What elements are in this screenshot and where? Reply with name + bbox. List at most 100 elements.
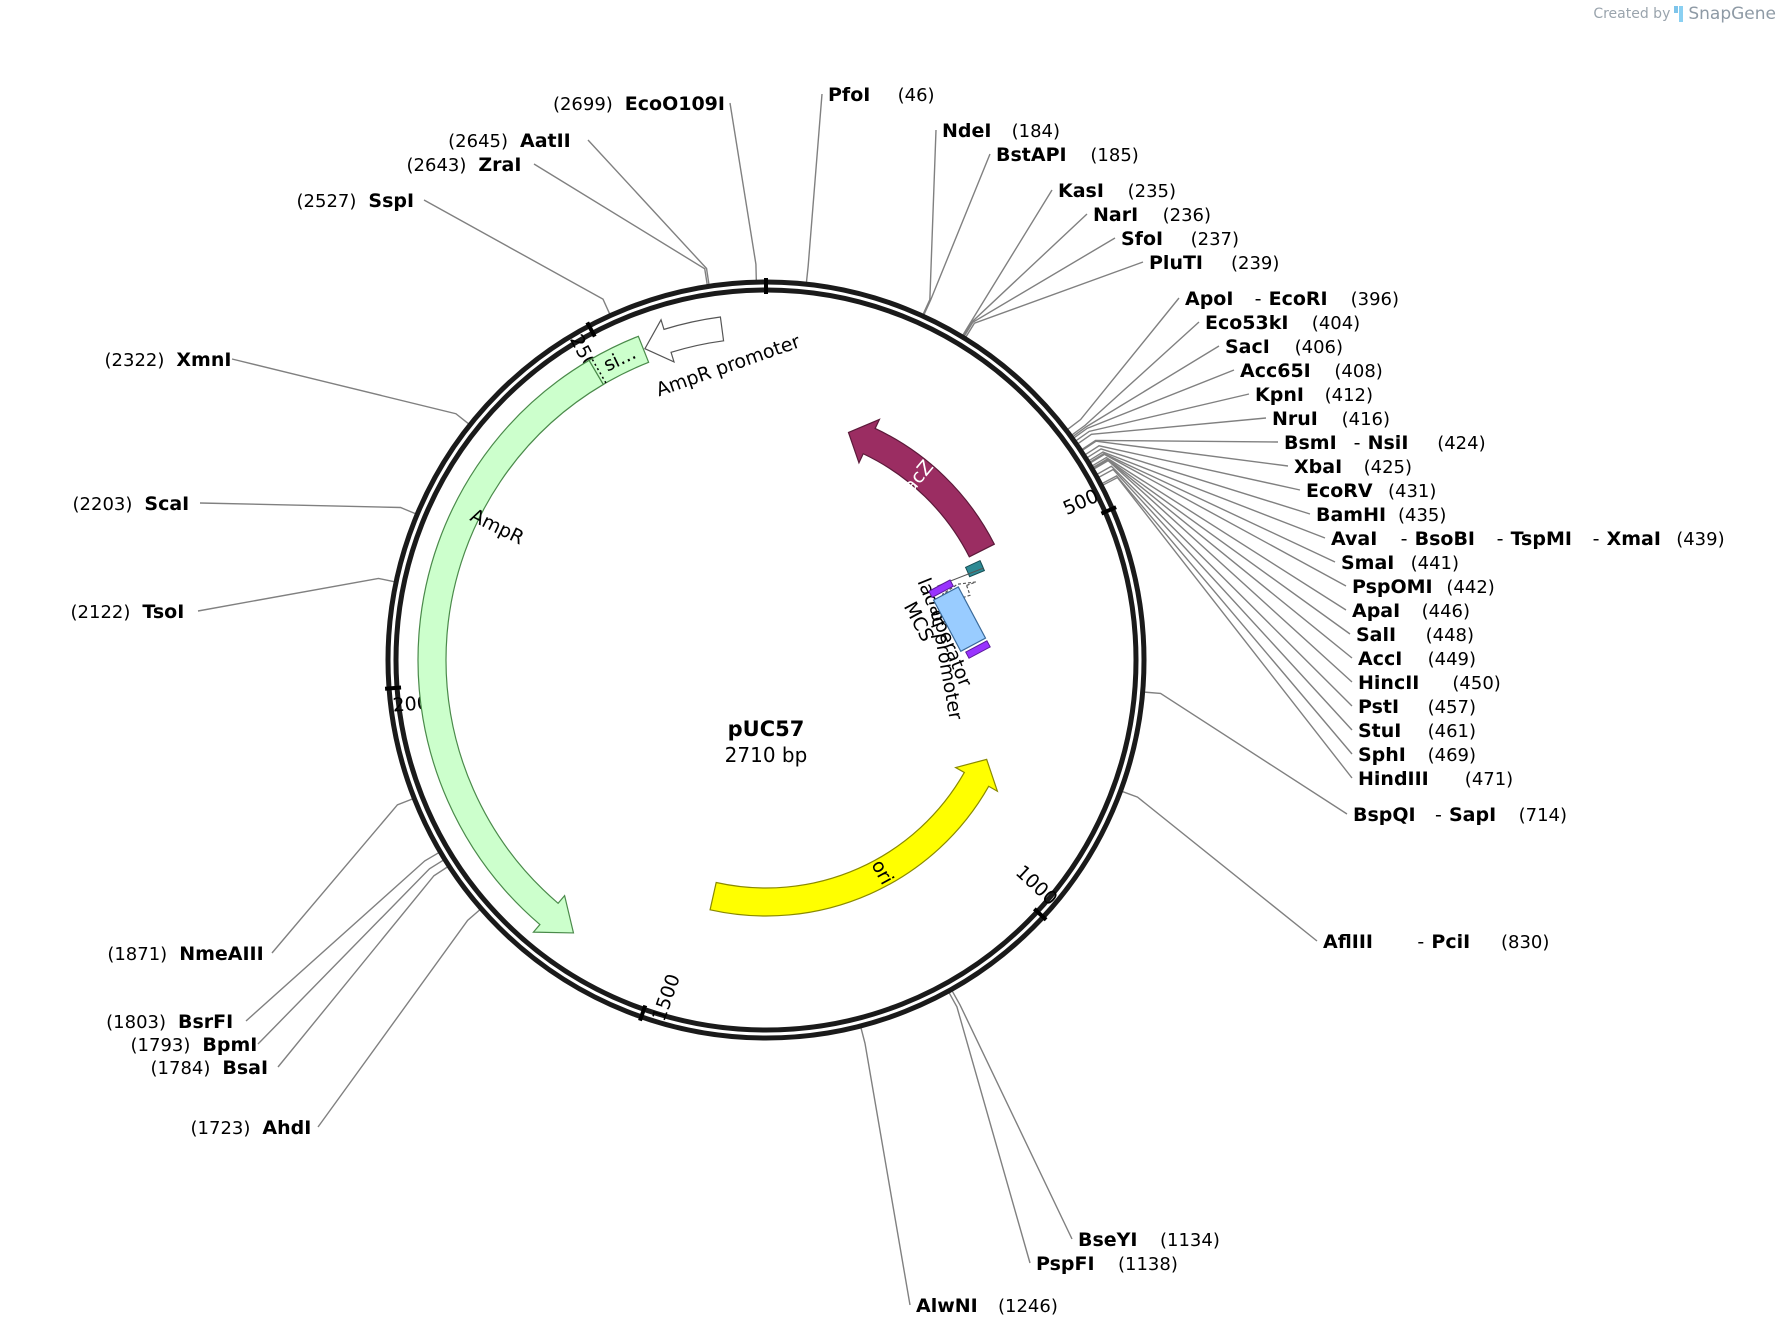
site-name-separator: -	[1497, 528, 1504, 550]
ori-feature[interactable]	[709, 758, 999, 917]
plasmid-length: 2710 bp	[725, 743, 808, 767]
restriction-site[interactable]: StuI(461)	[1358, 720, 1476, 742]
restriction-site[interactable]: Eco53kI(404)	[1205, 312, 1360, 334]
site-name-separator: -	[1354, 432, 1361, 454]
restriction-site[interactable]: AlwNI(1246)	[916, 1295, 1058, 1317]
restriction-site[interactable]: PluTI(239)	[1149, 252, 1279, 274]
plasmid-name: pUC57	[728, 717, 805, 741]
restriction-site[interactable]: SacI(406)	[1225, 336, 1343, 358]
restriction-site[interactable]: PspFI(1138)	[1036, 1253, 1178, 1275]
site-position: (439)	[1676, 529, 1724, 550]
restriction-site[interactable]: PspOMI(442)	[1352, 576, 1495, 598]
restriction-site[interactable]: NdeI(184)	[942, 120, 1060, 142]
site-name: KasI	[1058, 180, 1104, 202]
site-name: BsaI	[222, 1057, 268, 1079]
restriction-site[interactable]: NmeAIII(1871)	[107, 943, 263, 965]
site-leader	[962, 189, 1053, 336]
site-name: PspFI	[1036, 1253, 1095, 1275]
restriction-site[interactable]: BsrFI(1803)	[106, 1011, 233, 1033]
restriction-site[interactable]: HindIII(471)	[1358, 768, 1513, 790]
site-name-separator: -	[1255, 288, 1262, 310]
restriction-site[interactable]: AvaI-BsoBI-TspMI-XmaI(439)	[1331, 528, 1725, 550]
site-name: BstAPI	[996, 144, 1067, 166]
restriction-site[interactable]: BspQI-SapI(714)	[1353, 804, 1567, 826]
site-name: BamHI	[1316, 504, 1386, 526]
site-position: (830)	[1501, 932, 1549, 953]
restriction-site[interactable]: NarI(236)	[1093, 204, 1211, 226]
mcs-marker-top	[928, 579, 955, 599]
site-position: (185)	[1090, 145, 1138, 166]
site-position: (449)	[1428, 649, 1476, 670]
restriction-site[interactable]: ApaI(446)	[1352, 600, 1470, 622]
site-leader	[1072, 345, 1220, 437]
site-name: BsrFI	[178, 1011, 233, 1033]
restriction-site[interactable]: BsmI-NsiI(424)	[1284, 432, 1486, 454]
bp-tick	[638, 1004, 648, 1022]
restriction-site[interactable]: SspI(2527)	[297, 190, 415, 212]
site-name: AflIII	[1323, 931, 1373, 953]
restriction-site[interactable]: BstAPI (185)	[996, 144, 1139, 166]
restriction-site[interactable]: AccI(449)	[1358, 648, 1476, 670]
restriction-site[interactable]: BsaI(1784)	[151, 1057, 269, 1079]
restriction-site[interactable]: ApoI-EcoRI(396)	[1185, 288, 1399, 310]
lac-operator-feature[interactable]	[964, 559, 986, 578]
restriction-site[interactable]: ZraI(2643)	[407, 154, 522, 176]
site-leader	[231, 358, 469, 425]
restriction-site[interactable]: NruI(416)	[1272, 408, 1390, 430]
restriction-sites: PfoI(46) NdeI(184)BstAPI (185) KasI(235)Nar…	[71, 84, 1725, 1317]
site-leader	[1097, 465, 1353, 707]
restriction-site[interactable]: XmnI(2322)	[105, 349, 232, 371]
snapgene-logo-icon	[1674, 6, 1684, 22]
restriction-site[interactable]: EcoO109I(2699)	[553, 93, 725, 115]
mcs-feature[interactable]	[928, 578, 991, 660]
site-name: ApoI	[1185, 288, 1233, 310]
restriction-site[interactable]: TsoI(2122)	[71, 601, 185, 623]
restriction-site[interactable]: SfoI(237)	[1121, 228, 1239, 250]
site-leader	[860, 1027, 911, 1306]
restriction-site[interactable]: KasI(235)	[1058, 180, 1176, 202]
site-leader	[729, 102, 758, 281]
restriction-site[interactable]: PfoI(46)	[828, 84, 935, 106]
bp-tick	[1033, 907, 1048, 922]
ampr-promoter-feature[interactable]	[644, 316, 725, 363]
bp-tick	[384, 685, 402, 691]
mcs-box	[932, 586, 987, 653]
site-leader	[533, 163, 708, 285]
signal-sequence-feature[interactable]	[588, 335, 650, 386]
site-leader	[1085, 445, 1301, 491]
restriction-site[interactable]: BamHI(435)	[1316, 504, 1446, 526]
restriction-site[interactable]: Acc65I(408)	[1240, 360, 1383, 382]
bp-tick	[1100, 505, 1117, 516]
site-position: (2643)	[407, 155, 467, 176]
site-name: StuI	[1358, 720, 1401, 742]
site-leader	[963, 237, 1116, 337]
site-position: (441)	[1411, 553, 1459, 574]
watermark-prefix: Created by	[1593, 6, 1671, 22]
restriction-site[interactable]: SalI(448)	[1356, 624, 1474, 646]
restriction-site[interactable]: AflIII-PciI(830)	[1323, 931, 1549, 953]
site-name: BsmI	[1284, 432, 1337, 454]
restriction-site[interactable]: ScaI(2203)	[73, 493, 190, 515]
site-name-separator: -	[1417, 931, 1424, 953]
site-position: (714)	[1519, 805, 1567, 826]
lacZ-alpha-feature[interactable]	[847, 418, 996, 558]
restriction-site[interactable]: BseYI(1134)	[1078, 1229, 1220, 1251]
site-leader	[1071, 321, 1200, 436]
restriction-site[interactable]: EcoRV(431)	[1306, 480, 1436, 502]
restriction-site[interactable]: PstI(457)	[1358, 696, 1476, 718]
site-position: (442)	[1446, 577, 1494, 598]
restriction-site[interactable]: BpmI(1793)	[131, 1034, 258, 1056]
site-name: HindIII	[1358, 768, 1429, 790]
backbone-outer-ring	[385, 279, 1147, 1041]
restriction-site[interactable]: AhdI(1723)	[191, 1117, 312, 1139]
restriction-site[interactable]: XbaI(425)	[1294, 456, 1412, 478]
restriction-site[interactable]: KpnI(412)	[1255, 384, 1373, 406]
restriction-site[interactable]: HincII(450)	[1358, 672, 1501, 694]
restriction-site[interactable]: AatII(2645)	[448, 130, 571, 152]
site-leader	[423, 199, 611, 314]
site-name: EcoRI	[1269, 288, 1328, 310]
restriction-site[interactable]: SmaI(441)	[1341, 552, 1459, 574]
site-leader	[1090, 453, 1347, 587]
restriction-site[interactable]: SphI(469)	[1358, 744, 1476, 766]
